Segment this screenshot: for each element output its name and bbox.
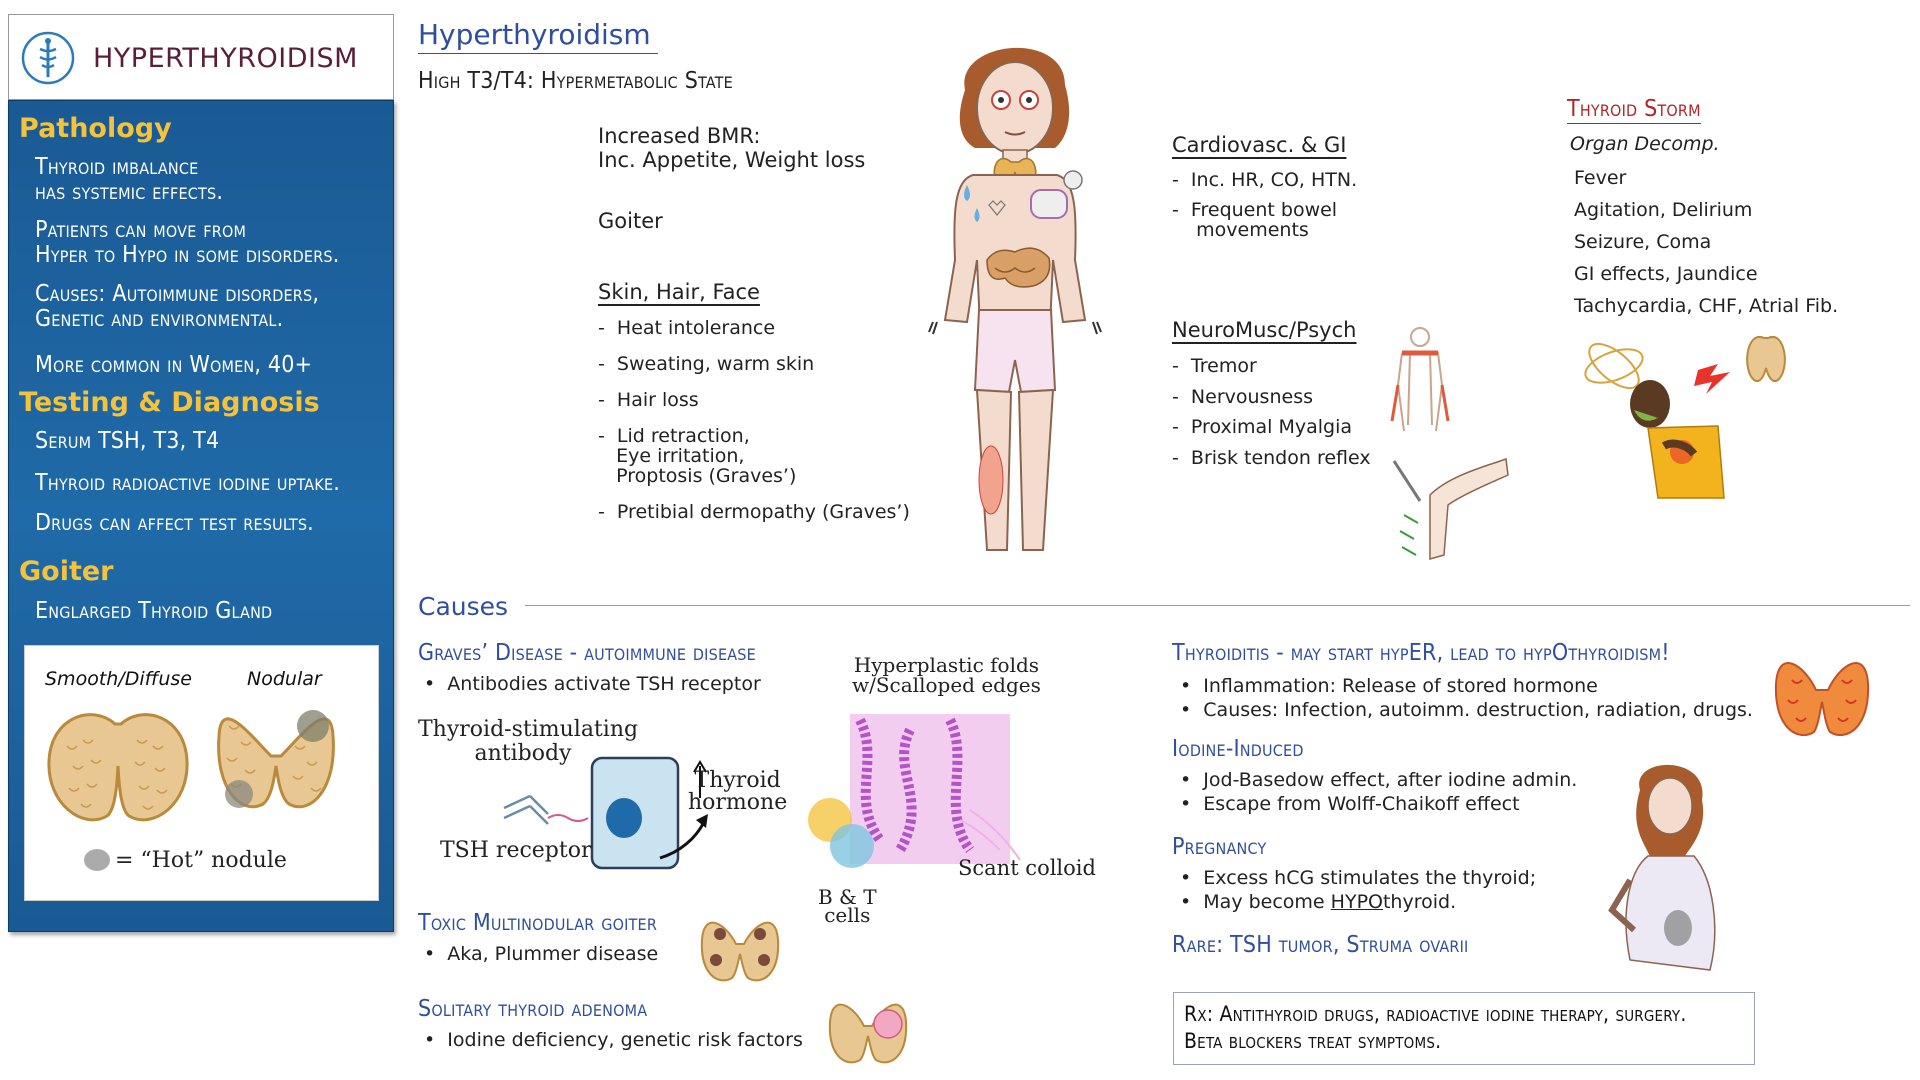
tsh-receptor-label: TSH receptor [440,838,592,863]
iodine-item: • Jod-Basedow effect, after iodine admin… [1180,769,1578,791]
storm-subheading: Organ Decomp. [1570,133,1720,155]
pregnancy-heading: Pregnancy [1172,834,1267,860]
patient-body-illustration [928,47,1102,551]
graves-heading: Graves’ Disease - autoimmune disease [418,640,756,666]
toxic-heading: Toxic Multinodular goiter [418,910,658,936]
antibody-label: Thyroid-stimulating antibody [418,717,639,766]
medical-caduceus-icon [21,31,75,85]
testing-heading: Testing & Diagnosis [19,387,320,418]
goiter-item: Englarged Thyroid Gland [35,598,273,624]
inflamed-thyroid-icon [1774,662,1870,737]
storm-item: Seizure, Coma [1574,231,1712,253]
hot-nodule-label: = “Hot” nodule [115,848,287,873]
thyroid-storm-patient-illustration [1584,336,1786,499]
thyroiditis-item: • Causes: Infection, autoimm. destructio… [1180,699,1753,721]
skin-item: - Lid retraction, Eye irritation, Propto… [598,425,797,487]
skin-item: - Heat intolerance [598,317,776,339]
pathology-item: More common in Women, 40+ [35,352,313,378]
pregnancy-item-2-suffix: thyroid. [1382,891,1457,913]
testing-item: Serum TSH, T3, T4 [35,428,220,454]
pregnancy-item-2: • May become HYPOthyroid. [1180,892,1456,913]
hot-nodule-icon [84,849,110,871]
testing-item: Thyroid radioactive iodine uptake. [35,470,341,496]
pathology-heading: Pathology [19,113,172,144]
iodine-item: • Escape from Wolff-Chaikoff effect [1180,793,1520,815]
causes-heading: Causes [418,592,509,621]
neuro-item: - Tremor [1172,355,1257,377]
pregnancy-item: • Excess hCG stimulates the thyroid; [1180,867,1537,889]
hyperplastic-folds-label: Hyperplastic folds w/Scalloped edges [852,653,1041,697]
thyroid-hormone-label: Thyroid hormone [688,768,788,815]
solitary-heading: Solitary thyroid adenoma [418,996,648,1022]
neuro-item: - Brisk tendon reflex [1172,447,1371,469]
storm-heading: Thyroid Storm [1567,96,1701,124]
cardio-item: - Inc. HR, CO, HTN. [1172,169,1358,191]
nodular-label: Nodular [247,668,322,690]
pathology-item: Patients can move from Hyper to Hypo in … [35,217,340,268]
thyroiditis-heading: Thyroiditis - may start hypER, lead to h… [1172,640,1670,666]
scant-colloid-label: Scant colloid [958,856,1096,880]
causes-divider [525,605,1910,606]
goiter-text: Goiter [598,209,663,233]
storm-item: Fever [1574,167,1627,189]
solitary-item: • Iodine deficiency, genetic risk factor… [424,1029,803,1051]
storm-item: GI effects, Jaundice [1574,263,1758,285]
solitary-adenoma-thyroid-icon [828,1003,908,1064]
tsh-receptor-diagram [503,756,708,870]
neuro-item: - Nervousness [1172,386,1313,408]
pathology-item: Thyroid imbalance has systemic effects. [35,154,224,205]
goiter-types-panel: Smooth/Diffuse Nodular = “Hot” nodule [24,645,379,901]
iodine-heading: Iodine-Induced [1172,736,1304,762]
cardio-heading: Cardiovasc. & GI [1172,133,1347,157]
muscle-figure-icon [1390,327,1450,432]
page-title: Hyperthyroidism [418,18,658,54]
treatment-box: Rx: Antithyroid drugs, radioactive iodin… [1173,992,1755,1065]
thyroiditis-item: • Inflammation: Release of stored hormon… [1180,675,1598,697]
reflex-hammer-leg-icon [1392,457,1509,560]
hyperplastic-follicle-histology [808,714,1021,868]
toxic-item: • Aka, Plummer disease [424,943,659,965]
skin-item: - Hair loss [598,389,699,411]
pregnancy-item-2-text: • May become [1180,891,1331,913]
neuro-heading: NeuroMusc/Psych [1172,318,1357,342]
neuro-item: - Proximal Myalgia [1172,416,1353,438]
pregnant-woman-illustration [1608,764,1716,971]
testing-item: Drugs can affect test results. [35,510,314,536]
cardio-item: - Frequent bowel movements [1172,199,1338,241]
skin-heading: Skin, Hair, Face [598,280,760,304]
goiter-heading: Goiter [19,556,114,587]
bmr-text: Increased BMR: Inc. Appetite, Weight los… [598,124,866,172]
sidebar-header: HYPERTHYROIDISM [8,14,394,100]
rare-causes: Rare: TSH tumor, Struma ovarii [1172,932,1469,958]
skin-item: - Sweating, warm skin [598,353,815,375]
pathology-item: Causes: Autoimmune disorders, Genetic an… [35,281,320,332]
smooth-diffuse-label: Smooth/Diffuse [45,668,192,690]
nodular-goiter-icon [217,710,335,809]
graves-item: • Antibodies activate TSH receptor [424,673,761,695]
storm-item: Tachycardia, CHF, Atrial Fib. [1574,295,1839,317]
storm-item: Agitation, Delirium [1574,199,1753,221]
sidebar-title: HYPERTHYROIDISM [93,43,358,74]
multinodular-thyroid-icon [700,921,780,982]
page-subtitle: High T3/T4: Hypermetabolic State [418,68,733,94]
skin-item: - Pretibial dermopathy (Graves’) [598,501,910,523]
smooth-goiter-icon [47,713,189,822]
pregnancy-item-2-underlined: HYPO [1330,891,1383,913]
sidebar-panel: Pathology Thyroid imbalance has systemic… [8,100,394,932]
bt-cells-label: B & T cells [818,885,877,927]
